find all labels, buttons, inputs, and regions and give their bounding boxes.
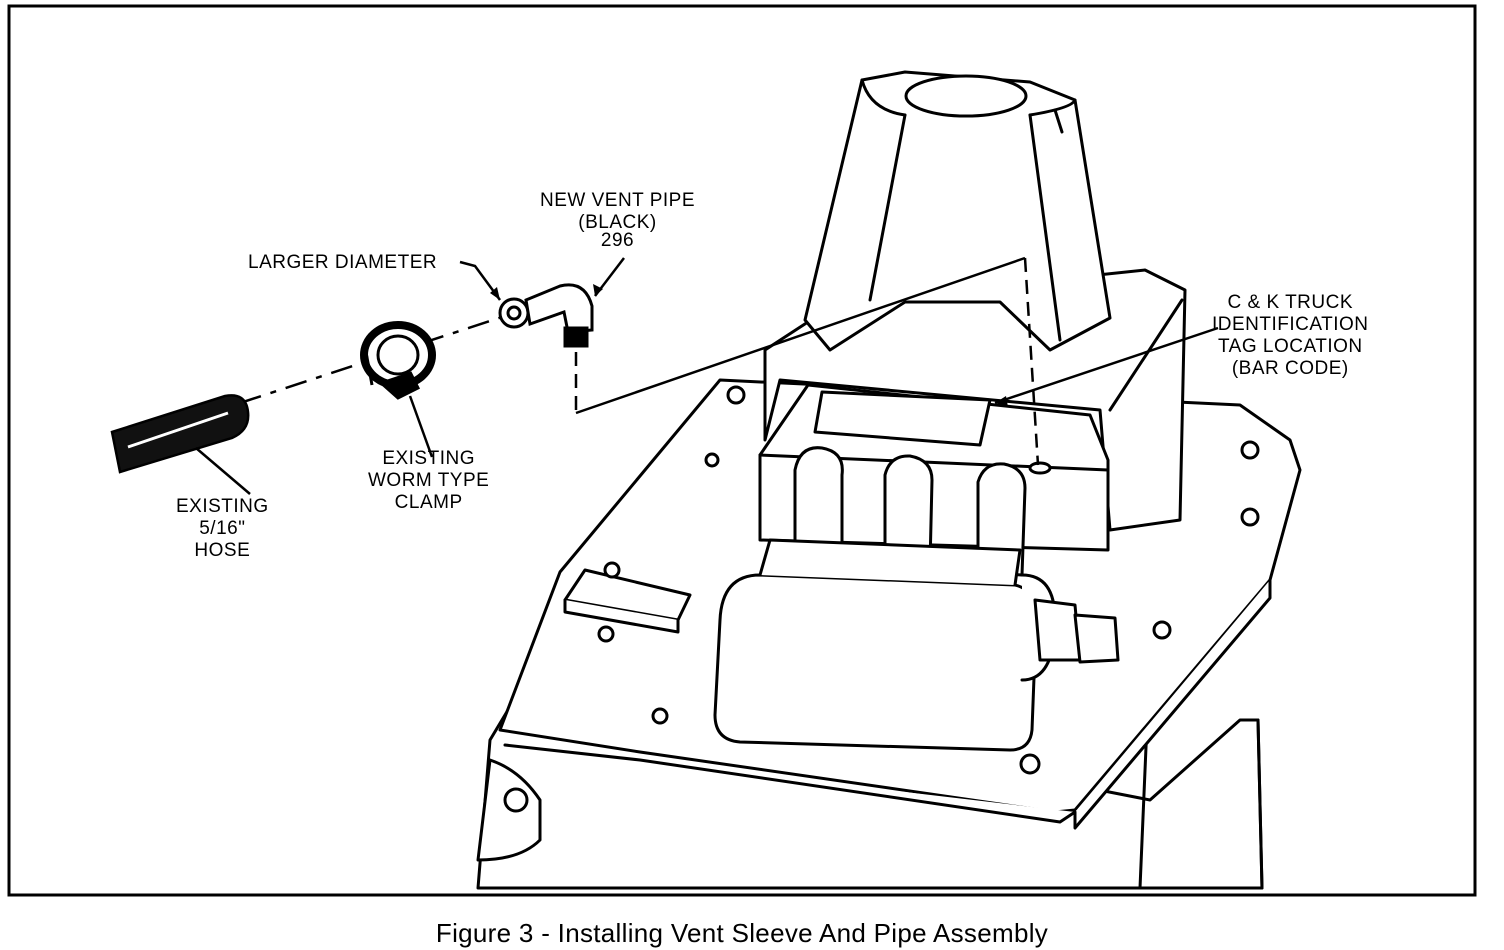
label-existing-hose: EXISTING 5/16" HOSE [176, 496, 269, 561]
label-new-vent-pipe: NEW VENT PIPE (BLACK) 296 [540, 190, 696, 251]
figure-caption: Figure 3 - Installing Vent Sleeve And Pi… [435, 918, 1049, 948]
leader-arrows [490, 284, 1008, 407]
vent-pipe-part [498, 283, 594, 348]
label-worm-clamp: EXISTING WORM TYPE CLAMP [368, 448, 490, 513]
label-larger-diameter: LARGER DIAMETER [248, 252, 438, 273]
transmission-housing [476, 70, 1302, 890]
figure-frame [7, 4, 1477, 897]
hose-part [110, 394, 250, 474]
label-ck-truck-tag: C & K TRUCK IDENTIFICATION TAG LOCATION … [1212, 292, 1369, 379]
worm-clamp-part [360, 321, 436, 400]
alignment-lines [239, 256, 1040, 466]
